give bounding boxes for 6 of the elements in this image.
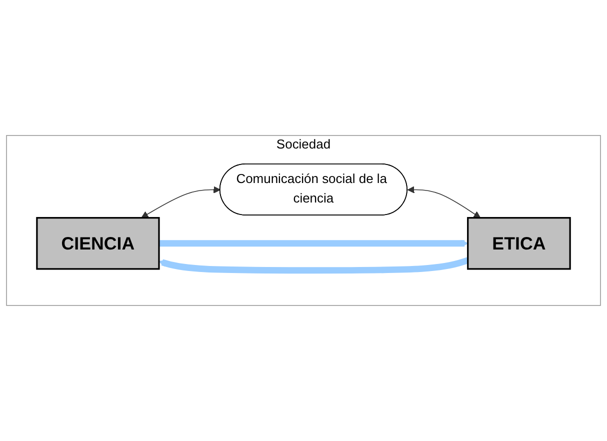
node-box: ETICA xyxy=(467,217,571,270)
arrow xyxy=(158,257,469,274)
arrow xyxy=(407,186,481,218)
arrow xyxy=(141,186,221,218)
arrow xyxy=(159,240,468,247)
node-box: CIENCIA xyxy=(36,217,160,270)
